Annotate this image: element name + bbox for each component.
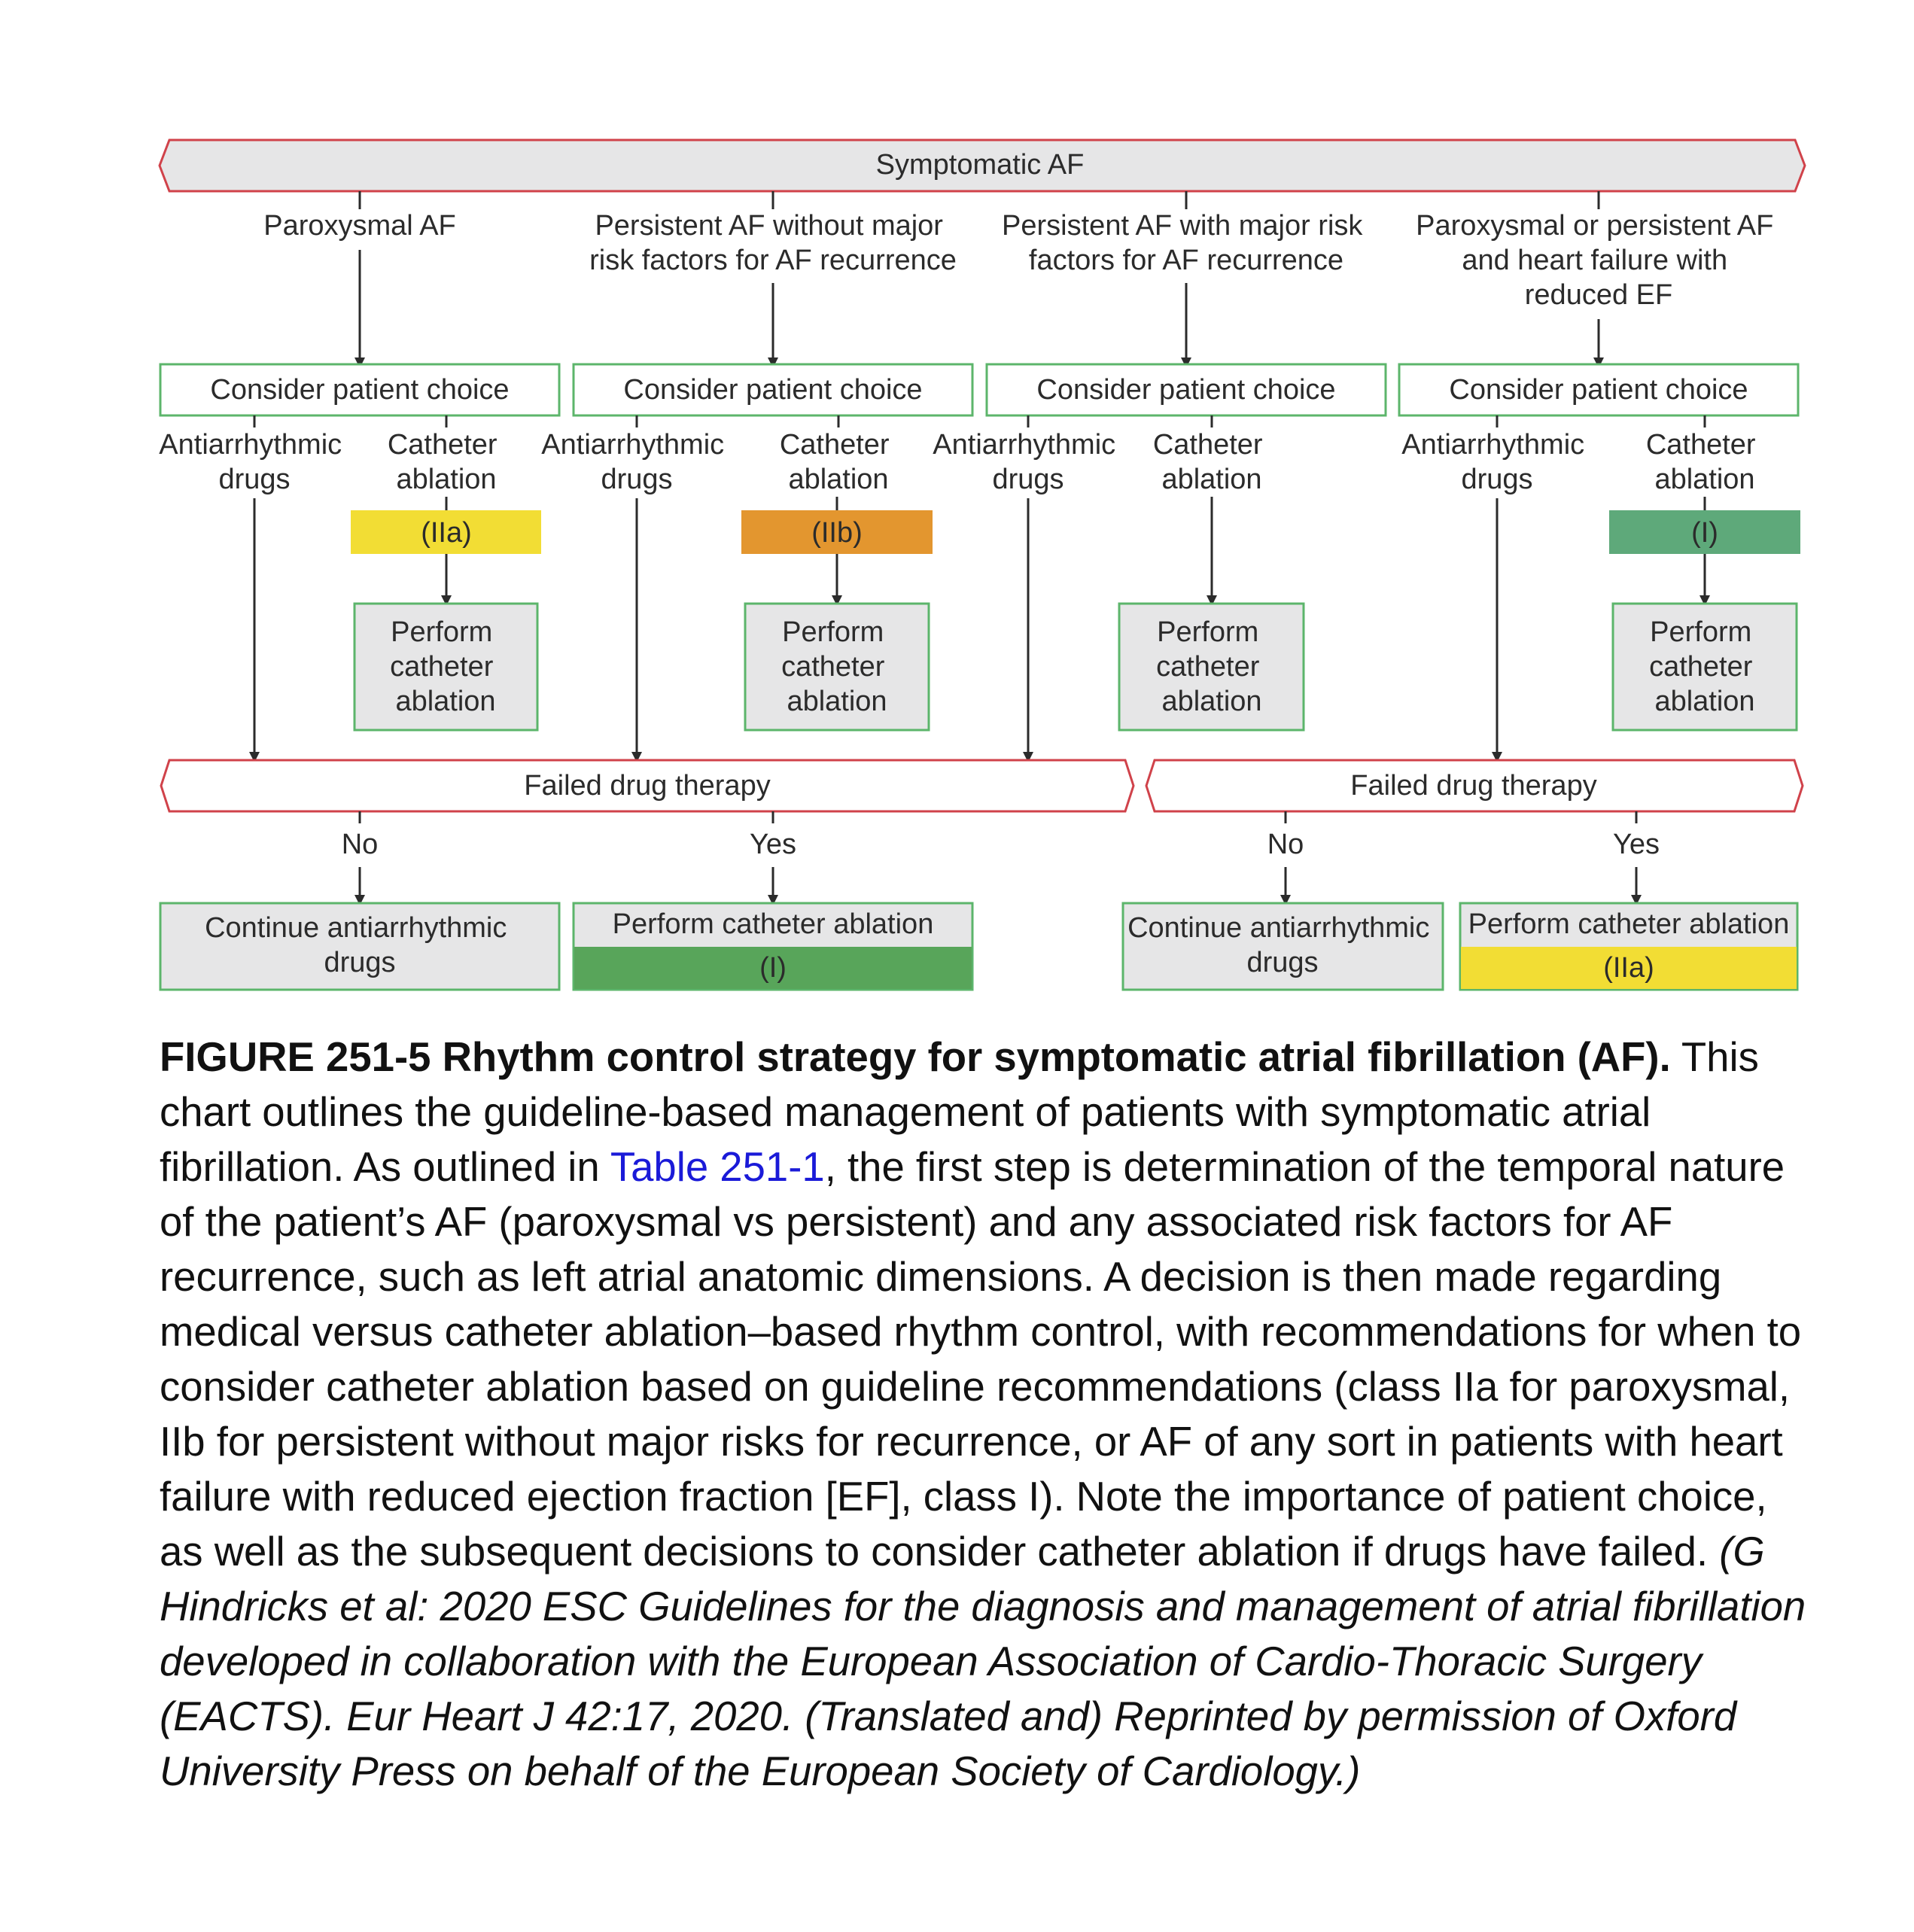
no-label-left: No: [342, 829, 379, 860]
perform-boxes: [353, 602, 1798, 732]
consider-label-2: Consider patient choice: [623, 374, 922, 406]
caption-label: FIGURE 251-5 Rhythm control strategy for…: [160, 1034, 1671, 1080]
failed-drug-therapy-right: [1145, 759, 1804, 813]
drug-arrows: [249, 498, 1502, 762]
outcome-class-label-i: (I): [759, 952, 787, 984]
class-bar-iib: [741, 510, 933, 554]
symptomatic-af-label: Symptomatic AF: [876, 149, 1085, 181]
af-flowchart: Symptomatic AF Paroxysmal AF Persistent …: [158, 138, 1806, 991]
caption-text-1: This chart outlines the guideline-based …: [160, 1034, 1759, 1190]
consider-boxes: [159, 363, 1800, 417]
antiarrhythmic-label-4: Antiarrhythmic drugs: [1401, 429, 1592, 495]
category-paroxysmal-af: Paroxysmal AF: [263, 210, 456, 242]
option-ticks: [253, 415, 1706, 427]
catheter-label-2: Catheter ablation: [780, 429, 897, 495]
no-label-right: No: [1267, 829, 1304, 860]
catheter-label-3: Catheter ablation: [1153, 429, 1270, 495]
category-heart-failure: Paroxysmal or persistent AF and heart fa…: [1416, 210, 1782, 311]
outcome-class-label-iia: (IIa): [1603, 952, 1654, 984]
catheter-arrows: [441, 497, 1710, 606]
class-label-iia: (IIa): [421, 517, 472, 549]
failed-label-left: Failed drug therapy: [524, 770, 770, 802]
perform-box-4: Perform catheter ablation: [1649, 616, 1760, 717]
consider-label-1: Consider patient choice: [210, 374, 509, 406]
perform-box-2: Perform catheter ablation: [781, 616, 893, 717]
class-bar-i: [1609, 510, 1800, 554]
category-persistent-without-risk: Persistent AF without major risk factors…: [589, 210, 957, 276]
category-persistent-with-risk: Persistent AF with major risk factors fo…: [1002, 210, 1371, 276]
perform-box-3: Perform catheter ablation: [1156, 616, 1267, 717]
symptomatic-af-banner: [158, 138, 1806, 193]
outcome-class-bar-iia: [1461, 947, 1797, 989]
outcome-arrows: [355, 867, 1642, 905]
consider-label-3: Consider patient choice: [1036, 374, 1335, 406]
table-link[interactable]: Table 251-1: [610, 1144, 825, 1190]
continue-label-left: Continue antiarrhythmic drugs: [205, 912, 515, 978]
class-bar-iia: [351, 510, 541, 554]
class-label-i: (I): [1691, 517, 1718, 549]
caption-text-2: , the first step is determination of the…: [160, 1144, 1802, 1575]
outcome-ticks: [358, 811, 1638, 823]
catheter-label-4: Catheter ablation: [1646, 429, 1763, 495]
continue-box-right: [1121, 902, 1444, 991]
category-connectors: [358, 191, 1600, 209]
caption-citation: (G Hindricks et al: 2020 ESC Guidelines …: [160, 1529, 1806, 1794]
antiarrhythmic-label-1: Antiarrhythmic drugs: [159, 429, 349, 495]
yes-label-right: Yes: [1613, 829, 1660, 860]
failed-label-right: Failed drug therapy: [1350, 770, 1596, 802]
figure-caption: FIGURE 251-5 Rhythm control strategy for…: [160, 1030, 1815, 1799]
continue-box-left: [159, 902, 561, 991]
failed-drug-therapy-left: [160, 759, 1135, 813]
outcome-class-bar-i: [574, 947, 972, 989]
antiarrhythmic-label-2: Antiarrhythmic drugs: [541, 429, 732, 495]
yes-label-left: Yes: [750, 829, 796, 860]
category-arrows: [355, 250, 1604, 368]
perform-ablation-label-right: Perform catheter ablation: [1468, 908, 1790, 940]
perform-box-1: Perform catheter ablation: [390, 616, 501, 717]
catheter-label-1: Catheter ablation: [388, 429, 505, 495]
consider-label-4: Consider patient choice: [1449, 374, 1748, 406]
perform-ablation-label-left: Perform catheter ablation: [613, 908, 934, 940]
class-label-iib: (IIb): [811, 517, 863, 549]
antiarrhythmic-label-3: Antiarrhythmic drugs: [933, 429, 1123, 495]
continue-label-right: Continue antiarrhythmic drugs: [1127, 912, 1438, 978]
